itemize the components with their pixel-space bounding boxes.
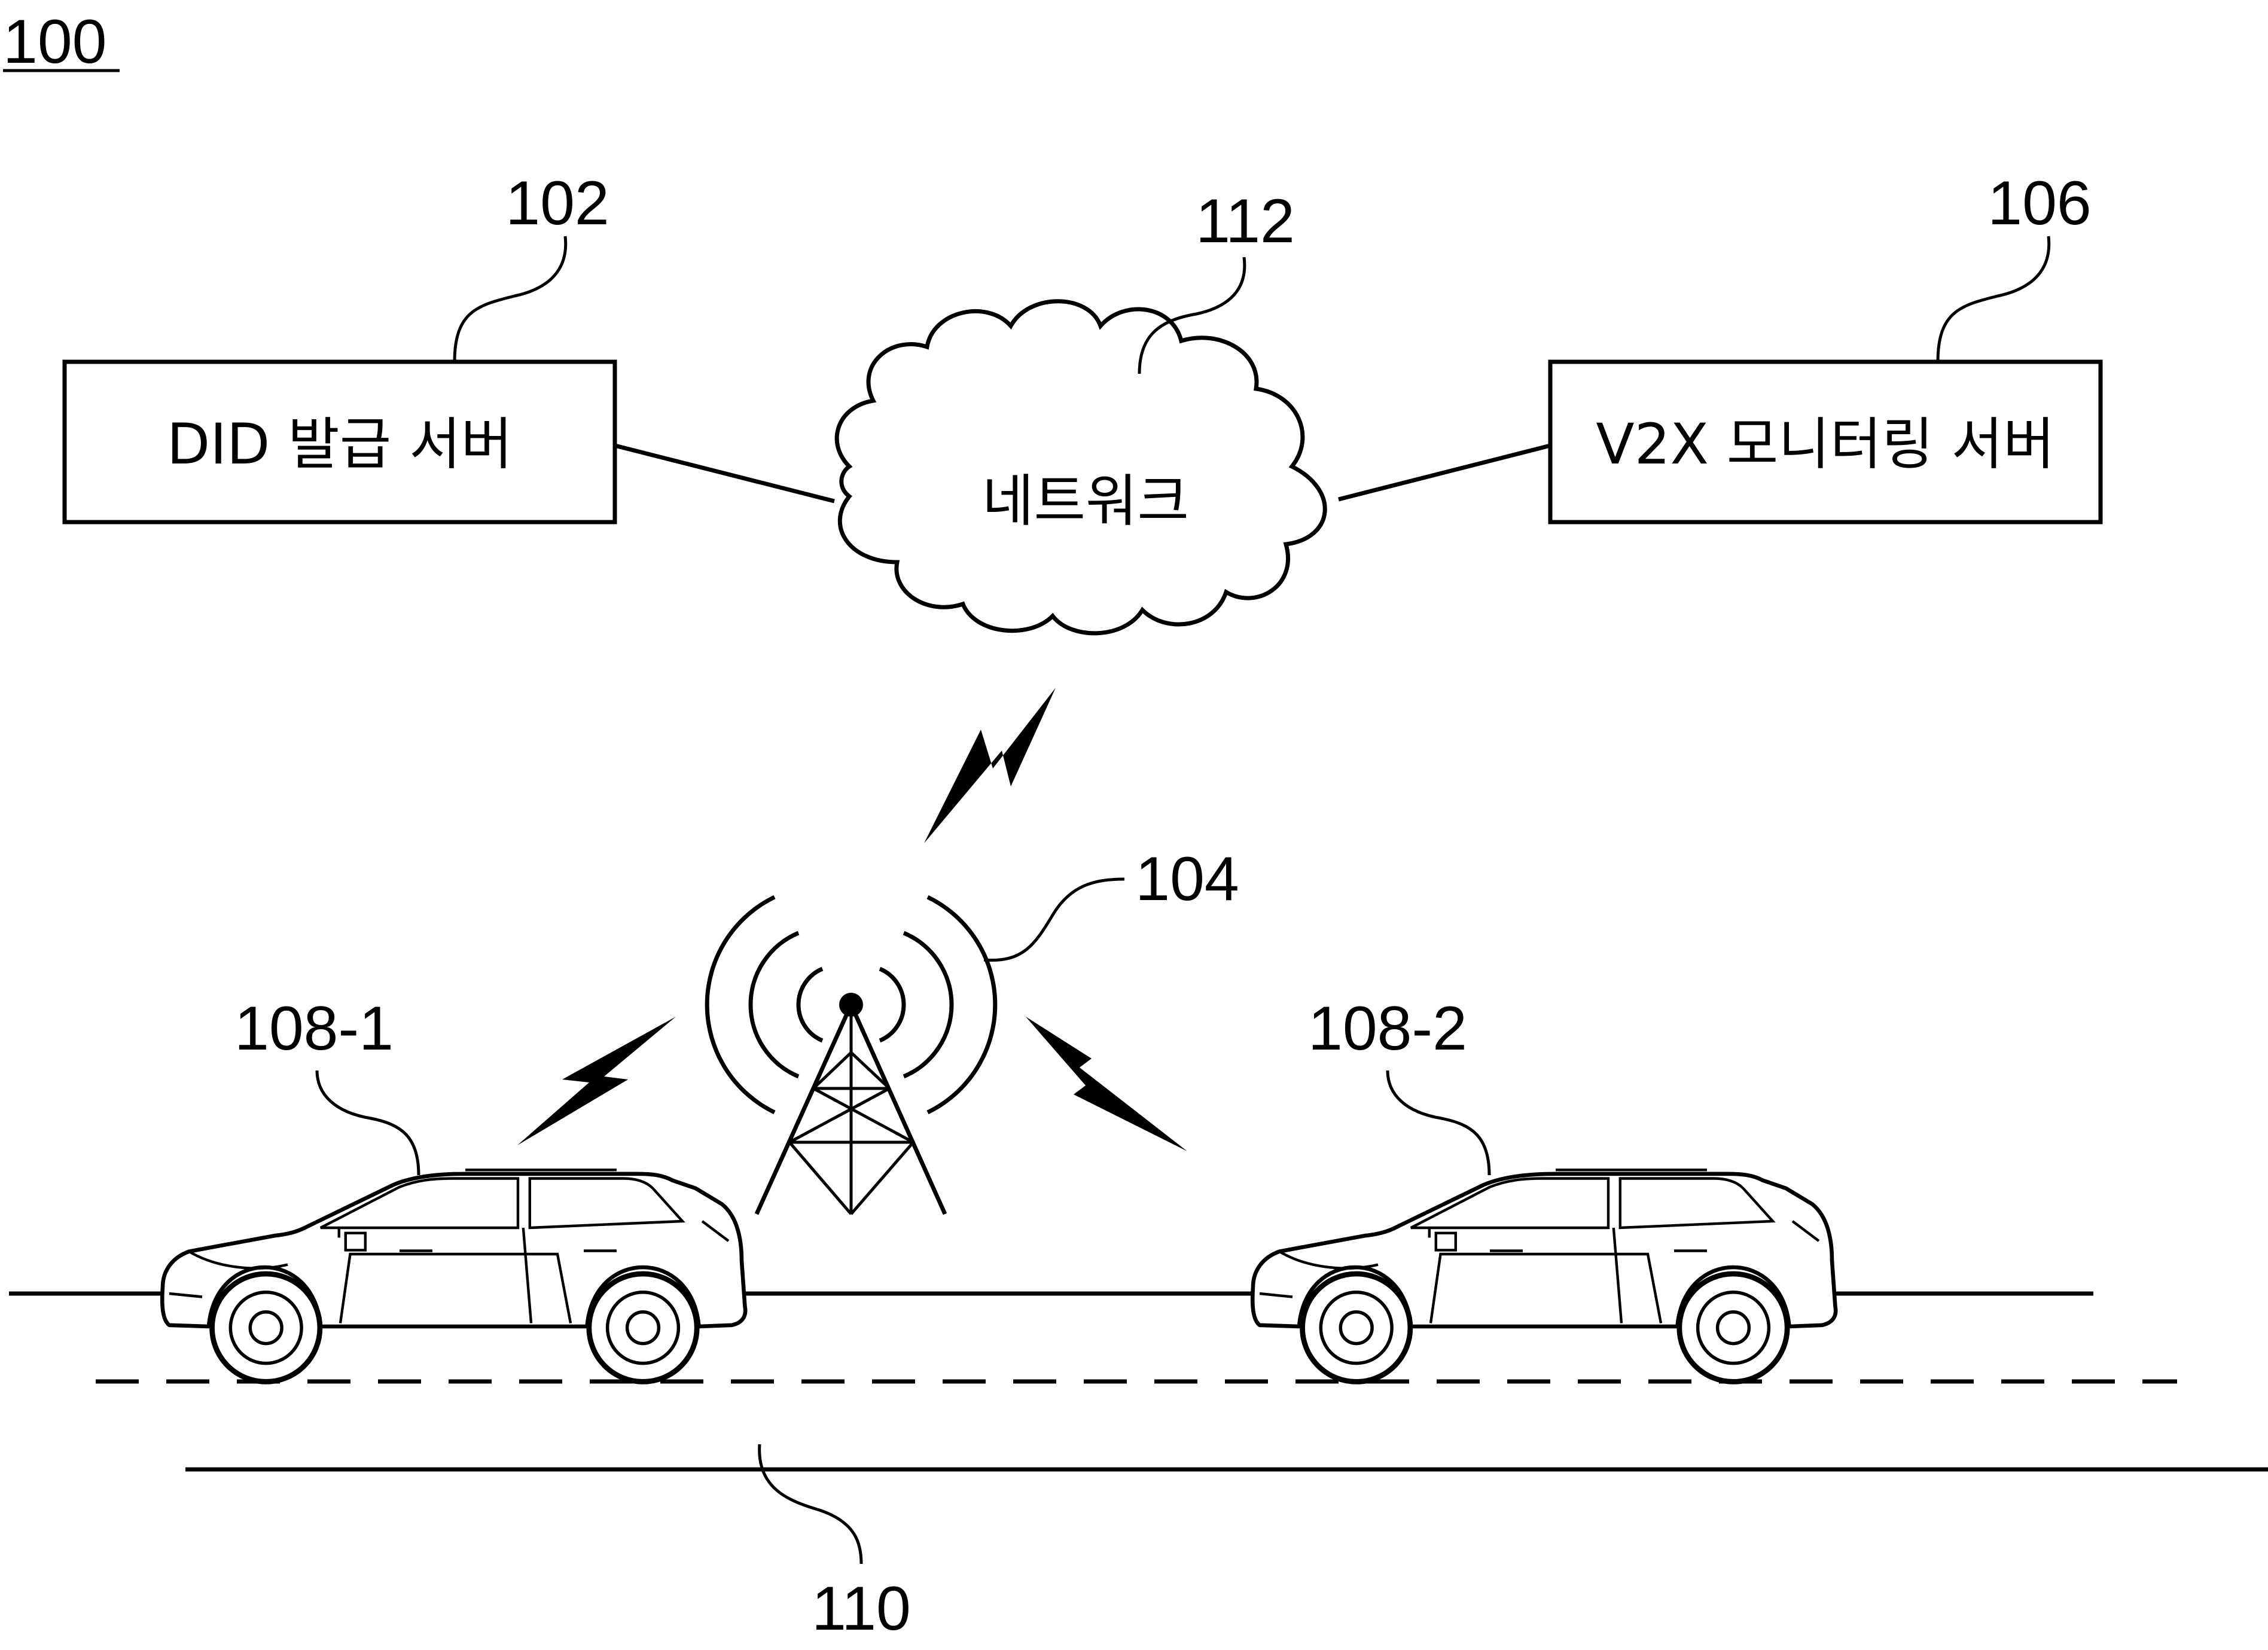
base-station-ref: 104 (1135, 844, 1239, 914)
vehicle-2-car-icon (1252, 1170, 1836, 1381)
road-node: 110 (9, 1291, 2268, 1643)
vehicle-1-car-icon (162, 1170, 745, 1381)
wireless-bolt-vehicle-1-icon (517, 1017, 676, 1145)
v2x-server-leader (1936, 236, 2051, 362)
base-station-node: 104 (705, 844, 1239, 1215)
network-label: 네트워크 (982, 469, 1189, 534)
did-server-leader (453, 236, 568, 362)
vehicle-2-leader (1386, 1070, 1491, 1176)
network-node: 네트워크 112 (834, 187, 1327, 636)
link-network-v2x (1338, 443, 1551, 502)
wireless-bolt-vehicle-2-icon (1026, 1017, 1187, 1151)
v2x-server-label: V2X 모니터링 서버 (1596, 412, 2054, 477)
vehicle-2-node: 108-2 (1252, 994, 1836, 1381)
did-server-ref: 102 (505, 169, 609, 238)
vehicle-1-leader (315, 1070, 420, 1176)
network-cloud-shape (834, 299, 1327, 636)
base-station-leader (983, 877, 1125, 962)
road-leader (758, 1444, 863, 1564)
tower-icon (754, 993, 947, 1215)
road-ref: 110 (812, 1574, 911, 1643)
link-did-network (614, 443, 835, 504)
vehicle-2-ref: 108-2 (1308, 994, 1467, 1063)
radio-waves-icon (705, 895, 998, 1115)
wireless-bolt-network-icon (924, 688, 1056, 843)
did-server-label: DID 발급 서버 (167, 412, 513, 477)
network-ref: 112 (1196, 187, 1295, 256)
did-server-node: DID 발급 서버 102 (62, 169, 617, 524)
vehicle-1-node: 108-1 (162, 994, 745, 1381)
did-server-box (62, 359, 617, 524)
v2x-server-ref: 106 (1987, 169, 2092, 238)
v2x-server-box (1548, 359, 2103, 524)
v2x-server-node: V2X 모니터링 서버 106 (1548, 169, 2103, 524)
vehicle-1-ref: 108-1 (234, 994, 394, 1063)
figure-number: 100 (3, 7, 107, 77)
network-leader (1138, 257, 1246, 374)
